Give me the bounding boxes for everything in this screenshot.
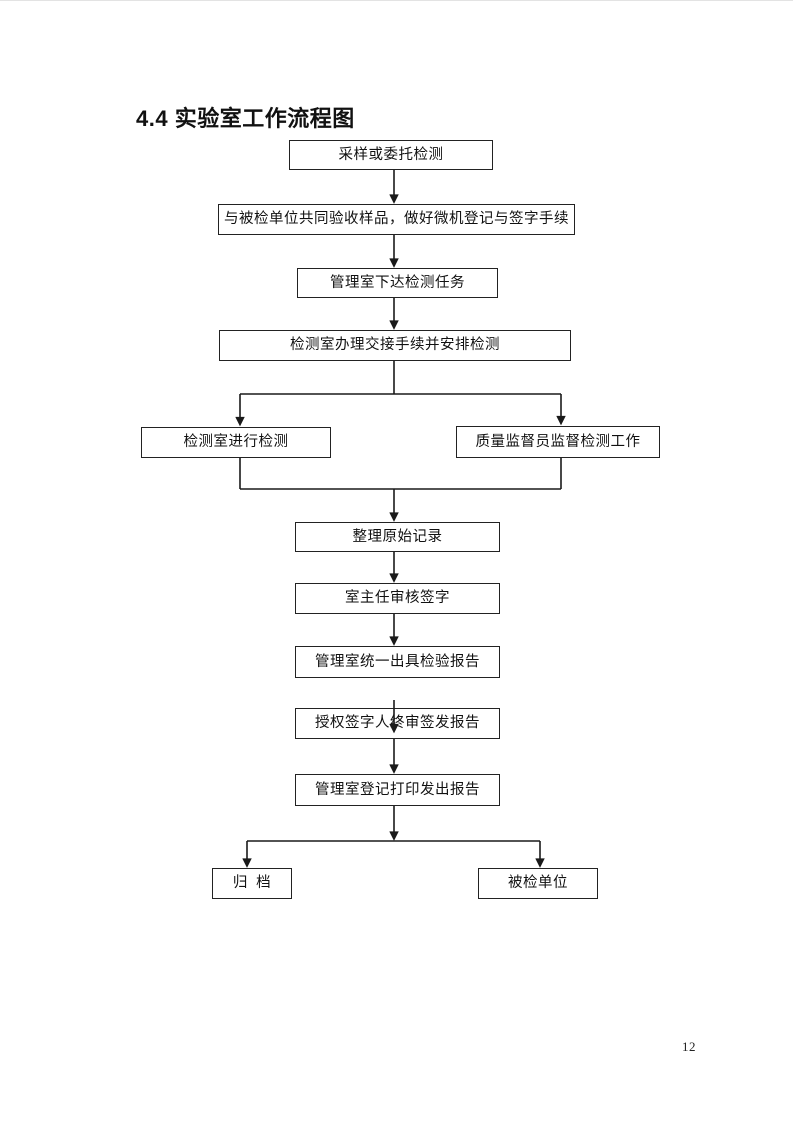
- flow-box-joint-acceptance: 与被检单位共同验收样品，做好微机登记与签字手续: [218, 204, 575, 235]
- flow-box-inspected-unit: 被检单位: [478, 868, 598, 899]
- flow-box-supervisor-monitor: 质量监督员监督检测工作: [456, 426, 660, 458]
- flow-box-organize-records: 整理原始记录: [295, 522, 500, 552]
- connector-line: [240, 361, 561, 395]
- flow-box-lab-testing: 检测室进行检测: [141, 427, 331, 458]
- flow-box-archive: 归 档: [212, 868, 292, 899]
- flow-box-director-review-sign: 室主任审核签字: [295, 583, 500, 614]
- flow-box-issue-report: 管理室统一出具检验报告: [295, 646, 500, 678]
- flow-box-assign-task: 管理室下达检测任务: [297, 268, 498, 298]
- flow-box-authorized-signatory: 授权签字人终审签发报告: [295, 708, 500, 739]
- section-title: 4.4 实验室工作流程图: [136, 106, 355, 131]
- connector-line: [239, 458, 562, 490]
- flow-box-register-print-send: 管理室登记打印发出报告: [295, 774, 500, 806]
- flow-box-handover-arrange: 检测室办理交接手续并安排检测: [219, 330, 571, 361]
- page-number: 12: [682, 1039, 696, 1054]
- flow-box-sample-or-commission: 采样或委托检测: [289, 140, 493, 170]
